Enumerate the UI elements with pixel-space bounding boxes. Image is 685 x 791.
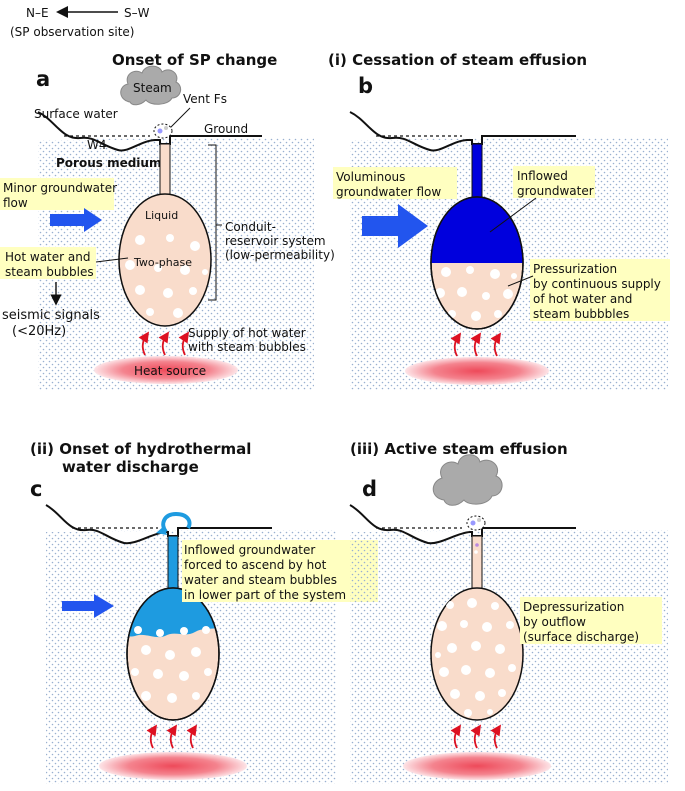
conduit-a xyxy=(159,143,171,201)
inflowed-pointer xyxy=(489,197,537,233)
panel-c-note-2: forced to ascend by hot xyxy=(184,558,327,572)
steam-cloud-a: Steam xyxy=(120,65,182,106)
panel-c-note-3: water and steam bubbles xyxy=(184,573,337,587)
ground-line-b xyxy=(349,111,576,152)
heat-arrows-a xyxy=(138,331,189,356)
compass-right: S–W xyxy=(124,6,150,20)
panel-c-note-1: Inflowed groundwater xyxy=(184,543,315,557)
conduit-c xyxy=(167,535,179,595)
heat-source-b xyxy=(405,357,549,385)
hot-water-pointer xyxy=(95,257,129,263)
panel-c-title-1: (ii) Onset of hydrothermal xyxy=(30,440,251,458)
panel-d-note-3: (surface discharge) xyxy=(523,630,639,644)
pressurization-pointer xyxy=(507,275,534,287)
panel-d-letter: d xyxy=(362,477,377,501)
pressurization-label-3: of hot water and xyxy=(533,292,632,306)
panel-b: (i) Cessation of steam effusion b Volumi… xyxy=(328,51,670,390)
flow-arrow-c xyxy=(62,594,114,618)
pressurization-label-2: by continuous supply xyxy=(533,277,661,291)
minor-flow-arrow xyxy=(50,208,102,232)
inflowed-label-2: groundwater xyxy=(517,184,594,198)
minor-flow-label-1: Minor groundwater xyxy=(3,181,117,195)
heat-arrows-b xyxy=(450,332,501,357)
compass-note: (SP observation site) xyxy=(10,25,135,39)
steam-label: Steam xyxy=(133,81,172,95)
conduit-b xyxy=(471,143,483,201)
hot-water-label-2: steam bubbles xyxy=(5,265,94,279)
panel-a-title: Onset of SP change xyxy=(112,51,277,69)
voluminous-flow-arrow xyxy=(362,204,428,248)
heat-source-a xyxy=(94,356,238,384)
porous-label: Porous medium xyxy=(56,156,161,170)
panel-b-letter: b xyxy=(358,74,373,98)
steam-cloud-d xyxy=(432,454,503,506)
minor-flow-label-2: flow xyxy=(3,196,28,210)
vent-label: Vent Fs xyxy=(183,92,227,106)
panel-c-note-4: in lower part of the system xyxy=(184,588,346,602)
bubbles-a xyxy=(125,234,208,318)
vent-pointer xyxy=(169,107,191,129)
vent-fs-a xyxy=(153,123,173,139)
bubbles-c xyxy=(131,626,212,703)
panel-a: Onset of SP change a Surface water Groun… xyxy=(0,51,335,390)
surface-water-label: Surface water xyxy=(34,107,118,121)
supply-label-1: Supply of hot water xyxy=(188,326,306,340)
surface-water-a xyxy=(38,112,155,151)
seismic-label-2: (<20Hz) xyxy=(12,324,66,339)
heat-source-c xyxy=(99,752,247,780)
panel-d-note-1: Depressurization xyxy=(523,600,624,614)
two-phase-label: Two-phase xyxy=(133,256,192,269)
w4-label: W4 xyxy=(87,138,107,152)
voluminous-label-1: Voluminous xyxy=(336,170,405,184)
heat-arrows-d xyxy=(450,724,501,749)
heat-source-label: Heat source xyxy=(134,364,206,378)
ground-line-a xyxy=(37,111,262,152)
ground-line-d xyxy=(349,504,576,545)
heat-source-d xyxy=(403,752,551,780)
panel-c-letter: c xyxy=(30,477,42,501)
bubbles-b xyxy=(435,266,517,321)
vent-fs-d xyxy=(466,515,486,531)
compass-left: N–E xyxy=(26,6,49,20)
conduit-label-3: (low-permeability) xyxy=(225,248,335,262)
heat-arrows-c xyxy=(146,724,197,749)
conduit-label-1: Conduit- xyxy=(225,220,276,234)
inflowed-label-1: Inflowed xyxy=(517,169,568,183)
liquid-label: Liquid xyxy=(145,209,178,222)
discharge-arrow xyxy=(161,511,192,534)
conduit-bracket xyxy=(208,144,222,301)
seismic-label-1: seismic signals xyxy=(2,308,100,323)
panel-b-title: (i) Cessation of steam effusion xyxy=(328,51,587,69)
panel-a-letter: a xyxy=(36,67,50,91)
conduit-label-2: reservoir system xyxy=(225,234,326,248)
supply-label-2: with steam bubbles xyxy=(188,340,306,354)
panel-c-title-2: water discharge xyxy=(62,458,199,476)
compass: N–E S–W (SP observation site) xyxy=(10,6,150,39)
panel-d-note-2: by outflow xyxy=(523,615,586,629)
hot-water-label-1: Hot water and xyxy=(5,250,90,264)
pressurization-label-1: Pressurization xyxy=(533,262,617,276)
ground-label: Ground xyxy=(204,122,248,136)
bubbles-d xyxy=(435,598,516,717)
pressurization-label-4: steam bubbbles xyxy=(533,307,629,321)
voluminous-label-2: groundwater flow xyxy=(336,185,441,199)
panel-c: (ii) Onset of hydrothermal water dischar… xyxy=(30,440,378,784)
panel-d-title: (iii) Active steam effusion xyxy=(350,440,568,458)
reservoir-d xyxy=(430,587,524,721)
panel-d: (iii) Active steam effusion d Depressuri… xyxy=(349,440,668,784)
